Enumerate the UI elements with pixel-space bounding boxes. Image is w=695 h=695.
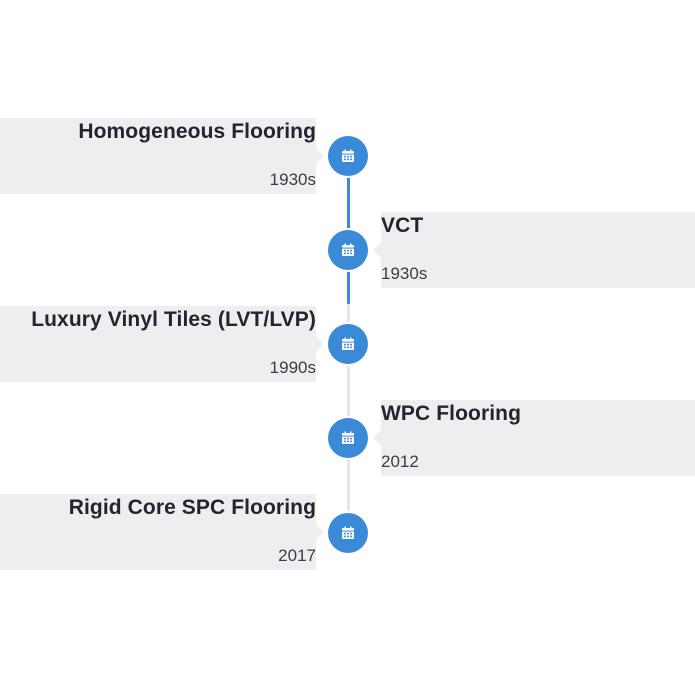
timeline-event-card: VCT 1930s xyxy=(373,212,695,288)
card-pointer xyxy=(316,336,324,352)
timeline-node xyxy=(328,324,368,364)
event-title: VCT xyxy=(381,214,424,237)
calendar-icon xyxy=(342,526,354,539)
event-date: 1930s xyxy=(269,170,316,189)
timeline-event-card: Homogeneous Flooring 1930s xyxy=(0,118,324,194)
card-pointer xyxy=(373,242,381,258)
calendar-icon xyxy=(342,243,354,256)
calendar-icon xyxy=(342,337,354,350)
event-title: Luxury Vinyl Tiles (LVT/LVP) xyxy=(31,308,316,331)
calendar-icon xyxy=(342,431,354,444)
timeline-node xyxy=(328,418,368,458)
event-date: 1930s xyxy=(381,264,428,283)
timeline-node xyxy=(328,136,368,176)
timeline-event-card: WPC Flooring 2012 xyxy=(373,400,695,476)
card-pointer xyxy=(316,148,324,164)
timeline-event-card: Luxury Vinyl Tiles (LVT/LVP) 1990s xyxy=(0,306,324,382)
timeline-node xyxy=(328,230,368,270)
event-title: WPC Flooring xyxy=(381,402,522,425)
event-date: 1990s xyxy=(269,358,316,377)
event-date: 2017 xyxy=(278,546,316,565)
timeline-event-card: Rigid Core SPC Flooring 2017 xyxy=(0,494,324,570)
event-title: Homogeneous Flooring xyxy=(78,120,316,143)
event-date: 2012 xyxy=(381,452,419,471)
calendar-icon xyxy=(342,149,354,162)
timeline-node xyxy=(328,513,368,553)
card-pointer xyxy=(373,430,381,446)
card-pointer xyxy=(316,524,324,540)
event-title: Rigid Core SPC Flooring xyxy=(68,496,316,519)
